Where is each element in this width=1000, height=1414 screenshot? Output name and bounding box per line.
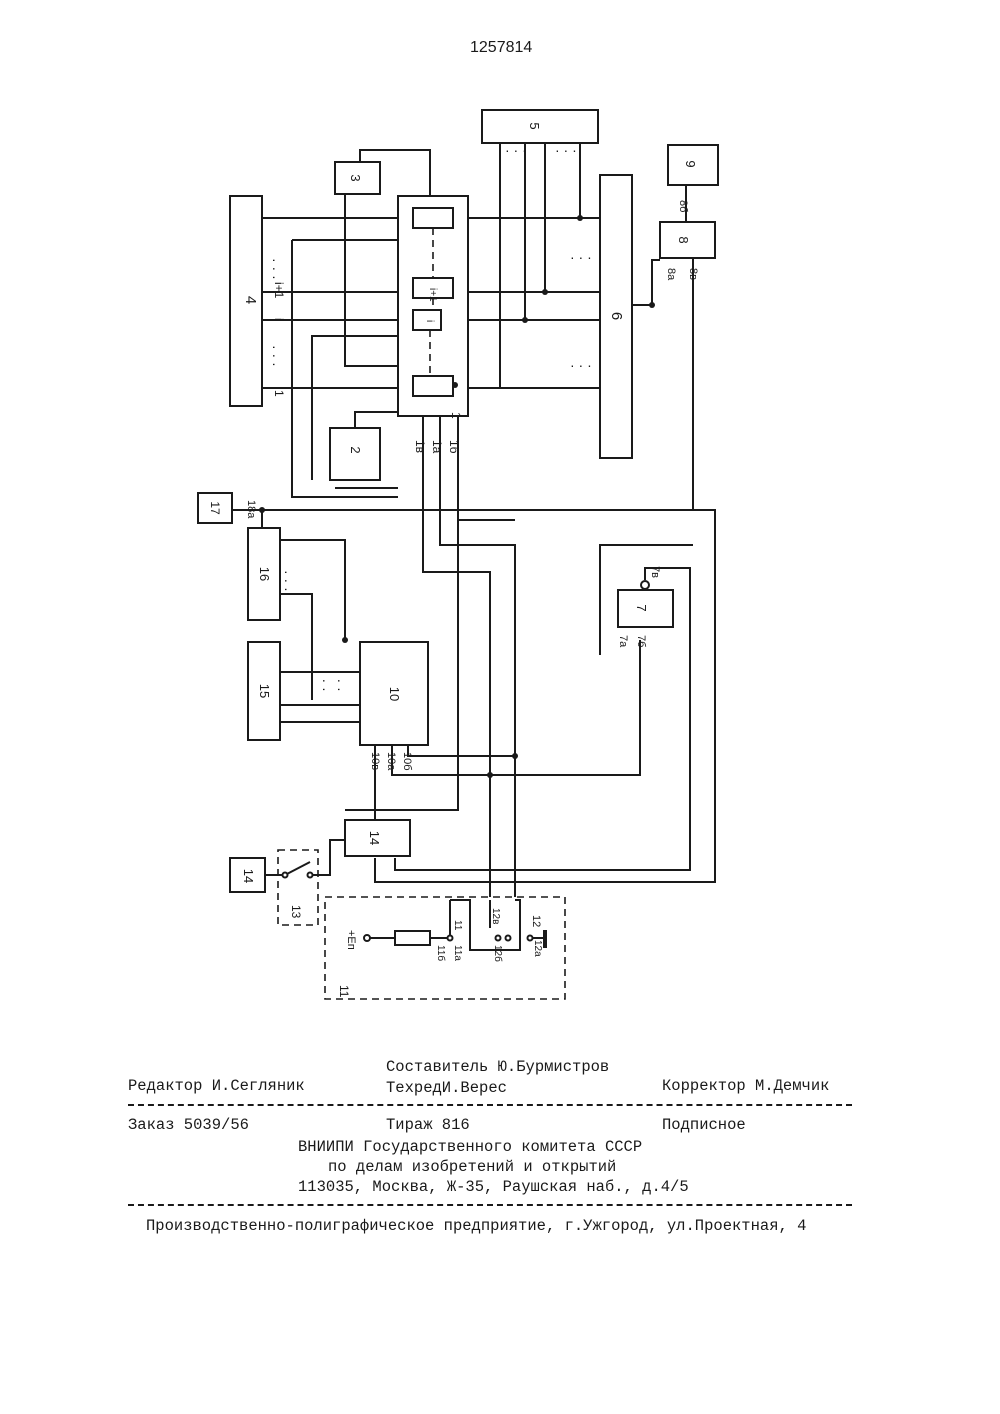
svg-text:1б: 1б bbox=[447, 440, 461, 454]
svg-text:· · ·: · · · bbox=[570, 249, 592, 265]
block-4: 4 bbox=[230, 196, 262, 406]
block-9: 9 bbox=[668, 145, 718, 185]
org-address: 113035, Москва, Ж-35, Раушская наб., д.4… bbox=[298, 1178, 689, 1196]
block-14-source: 14 bbox=[230, 858, 265, 892]
svg-text:1: 1 bbox=[272, 390, 286, 397]
order: Заказ 5039/56 bbox=[128, 1116, 249, 1134]
svg-text:7: 7 bbox=[634, 604, 649, 611]
svg-text:· · ·: · · · bbox=[570, 357, 592, 373]
subscription: Подписное bbox=[662, 1116, 746, 1134]
org-line-1: ВНИИПИ Государственного комитета СССР bbox=[298, 1138, 642, 1156]
label-18a: 18а bbox=[245, 500, 257, 519]
svg-text:4: 4 bbox=[242, 296, 259, 304]
svg-text:11б: 11б bbox=[435, 945, 447, 961]
svg-text:11а: 11а bbox=[452, 945, 463, 961]
svg-text:14: 14 bbox=[367, 831, 382, 845]
wires bbox=[232, 143, 715, 950]
svg-text:· · ·: · · · bbox=[555, 142, 577, 158]
editor: Редактор И.Сегляник bbox=[128, 1077, 305, 1095]
block-8: 8 bbox=[660, 222, 715, 258]
svg-text:8б: 8б bbox=[677, 200, 689, 212]
svg-text:2: 2 bbox=[348, 446, 363, 453]
svg-text:11: 11 bbox=[452, 920, 463, 931]
svg-text:· · ·: · · · bbox=[279, 570, 295, 592]
svg-text:1в: 1в bbox=[413, 440, 427, 453]
svg-text:· · ·: · · · bbox=[505, 142, 527, 158]
svg-text:14: 14 bbox=[241, 869, 256, 883]
svg-text:7а: 7а bbox=[617, 635, 629, 648]
svg-text:i: i bbox=[424, 320, 435, 322]
svg-text:12: 12 bbox=[530, 915, 542, 927]
svg-text:5: 5 bbox=[527, 122, 542, 129]
svg-text:7б: 7б bbox=[635, 635, 647, 647]
block-diagram: 1257814 bbox=[0, 0, 1000, 1050]
svg-text:13: 13 bbox=[289, 905, 303, 919]
block-4-output-labels: i+1 i 1 bbox=[272, 282, 286, 397]
block-1-output-labels: 1в 1а 1б bbox=[413, 440, 461, 454]
svg-text:i+1: i+1 bbox=[427, 288, 438, 302]
svg-text:12б: 12б bbox=[492, 945, 504, 962]
svg-text:12в: 12в bbox=[490, 908, 501, 924]
svg-text:1: 1 bbox=[449, 412, 463, 419]
block-10: 10 bbox=[360, 642, 428, 745]
printer: Производственно-полиграфическое предприя… bbox=[146, 1217, 806, 1235]
compiler: Составитель Ю.Бурмистров bbox=[386, 1058, 609, 1076]
block-2: 2 bbox=[330, 428, 380, 480]
svg-text:· · ·: · · · bbox=[332, 670, 348, 692]
tech-editor: ТехредИ.Верес bbox=[386, 1079, 507, 1097]
svg-text:10в: 10в bbox=[369, 752, 381, 770]
svg-text:6: 6 bbox=[608, 312, 625, 320]
svg-text:1а: 1а bbox=[430, 440, 444, 454]
svg-text:16: 16 bbox=[257, 567, 272, 581]
svg-text:i: i bbox=[272, 318, 286, 321]
svg-text:8в: 8в bbox=[687, 268, 699, 280]
svg-text:10б: 10б bbox=[401, 752, 413, 771]
svg-text:7в: 7в bbox=[649, 566, 661, 578]
block-7: 7 bbox=[618, 581, 673, 627]
svg-text:17: 17 bbox=[208, 501, 222, 515]
block-15: 15 bbox=[248, 642, 280, 740]
block-6: 6 bbox=[600, 175, 632, 458]
block-10-labels: 10в 10а 10б bbox=[369, 752, 413, 771]
divider-top bbox=[128, 1104, 852, 1106]
block-16: 16 bbox=[248, 528, 280, 620]
svg-text:11: 11 bbox=[337, 985, 351, 998]
circulation: Тираж 816 bbox=[386, 1116, 470, 1134]
svg-text:8а: 8а bbox=[665, 268, 677, 281]
svg-text:· · ·: · · · bbox=[267, 345, 283, 367]
switch-13: 13 bbox=[278, 850, 318, 925]
patent-number: 1257814 bbox=[470, 39, 532, 56]
corrector: Корректор М.Демчик bbox=[662, 1077, 829, 1095]
block-17: 17 bbox=[198, 493, 232, 523]
svg-text:+Eп: +Eп bbox=[345, 930, 357, 950]
svg-text:· · ·: · · · bbox=[317, 670, 333, 692]
divider-bottom bbox=[128, 1204, 852, 1206]
block-14-main: 14 bbox=[345, 820, 410, 856]
svg-text:10: 10 bbox=[387, 687, 402, 701]
svg-text:9: 9 bbox=[683, 160, 698, 167]
svg-text:10а: 10а bbox=[385, 752, 397, 771]
svg-text:· · ·: · · · bbox=[267, 258, 283, 280]
svg-text:15: 15 bbox=[257, 684, 272, 698]
svg-text:3: 3 bbox=[348, 174, 363, 181]
svg-text:12а: 12а bbox=[532, 940, 543, 957]
org-line-2: по делам изобретений и открытий bbox=[328, 1158, 616, 1176]
block-5: 5 bbox=[482, 110, 598, 143]
block-11: 11 +Eп 11б 11 11а 12в 12б 12 12а bbox=[325, 897, 565, 999]
svg-text:8: 8 bbox=[676, 236, 691, 243]
block-3: 3 bbox=[335, 162, 380, 194]
svg-text:i+1: i+1 bbox=[272, 282, 286, 299]
